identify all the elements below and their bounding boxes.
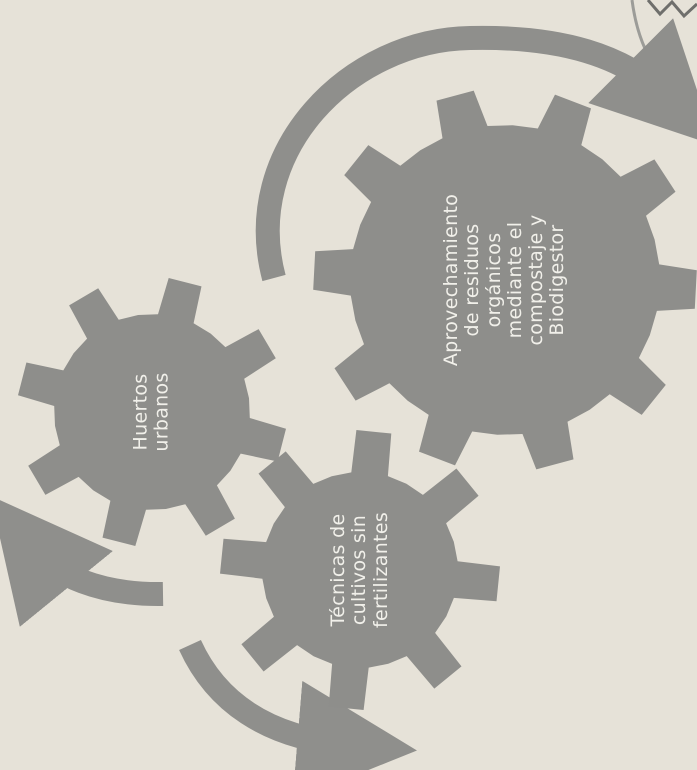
gear-top-left-body [18, 278, 286, 546]
gear-top-left-label: Huertos urbanos [129, 372, 174, 452]
gear-bottom-line: cultivos sin [348, 514, 371, 626]
gear-bottom-line: Técnicas de [327, 513, 350, 627]
gear-large-line: Aprovechamiento [440, 193, 463, 367]
gear-top-left-line: Huertos [129, 373, 152, 451]
gear-large-line: Biodigestor [546, 224, 569, 336]
gear-large [313, 90, 697, 470]
arrow-large-gear [255, 18, 697, 282]
gear-large-line: compostaje y [525, 214, 548, 346]
gear-large-body [313, 90, 697, 470]
gear-bottom-body [220, 430, 500, 710]
arrow-left [0, 495, 164, 627]
decorative-emblem-leaves [646, 0, 697, 19]
gear-top-left-line: urbanos [151, 372, 173, 452]
gear-large-line: orgánicos [482, 232, 505, 328]
gear-bottom [220, 430, 500, 710]
gear-large-line: mediante el [504, 221, 526, 339]
arrow-bottom [179, 639, 417, 770]
gear-bottom-label: Técnicas de cultivos sin fertilizantes [327, 511, 392, 629]
gear-large-label: Aprovechamiento de residuos orgánicos me… [440, 193, 569, 367]
gear-large-line: de residuos [461, 223, 484, 337]
gear-bottom-line: fertilizantes [369, 511, 392, 629]
gear-top-left [18, 278, 286, 546]
